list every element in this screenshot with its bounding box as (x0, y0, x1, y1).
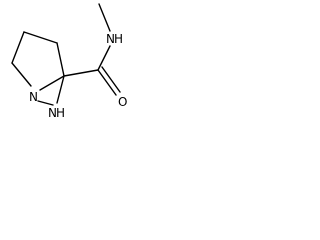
atom-label-nh-n: N (48, 106, 57, 120)
bond-n-n (37, 100, 54, 106)
atom-label-nh-h: H (56, 106, 65, 120)
bond-ring-n-c1 (39, 75, 65, 91)
bond-ring-c2-c3 (23, 31, 58, 44)
bond-ring-c3-c4 (11, 31, 25, 64)
bond-n-carbonyl (97, 45, 111, 71)
atom-label-amide-n: N (106, 32, 115, 46)
bond-carbonyl-oxygen-2 (101, 66, 121, 93)
bond-ring-c1-c2 (56, 42, 65, 77)
atom-label-carbonyl-o: O (118, 95, 127, 109)
atom-label-bridgehead-n: N (29, 90, 38, 104)
bonds (11, 3, 121, 106)
bond-carbonyl-oxygen-1 (97, 69, 117, 96)
bond-methyl-n (98, 3, 111, 32)
bond-nh-c1 (56, 75, 65, 104)
atom-label-amide-h: H (114, 32, 123, 46)
bond-ring-c4-n (11, 62, 32, 87)
atom-labels: N H O N N H (29, 32, 127, 120)
chemical-structure: N H O N N H (11, 3, 127, 120)
bond-carbonyl-ring-carbon (63, 69, 99, 77)
